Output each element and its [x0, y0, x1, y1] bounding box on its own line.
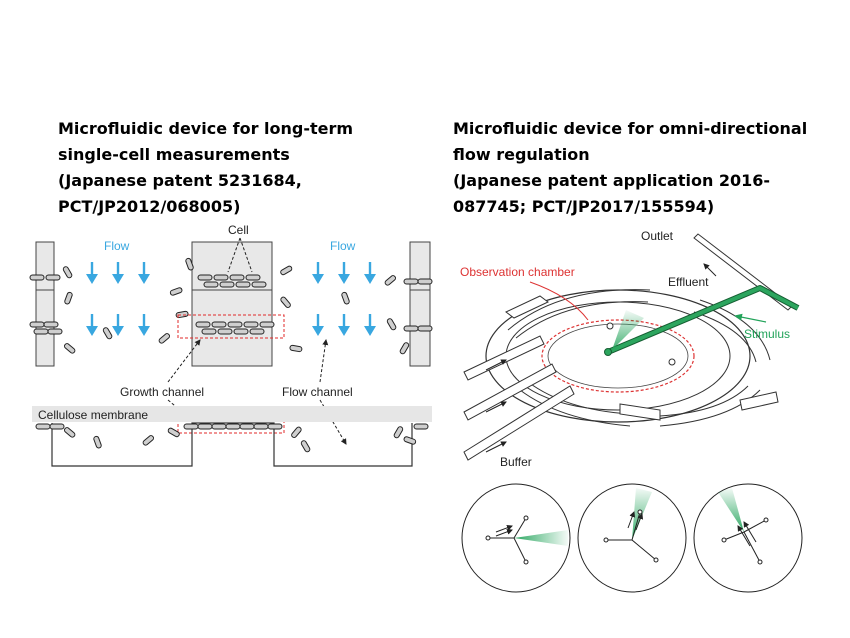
- buffer-label: Buffer: [500, 455, 532, 469]
- omni-flow-device-diagram: Observation chamber Buffer Outlet Efflue…: [460, 229, 800, 469]
- flow-label-right: Flow: [330, 239, 356, 253]
- flow-channel-profile: [51, 422, 413, 467]
- channel-walls: [35, 241, 431, 367]
- flow-pattern-3: [693, 483, 803, 593]
- right-title-line-2: flow regulation: [453, 145, 590, 164]
- membrane-label: Cellulose membrane: [38, 408, 148, 422]
- growth-channel-highlight: [177, 314, 285, 339]
- stimulus-label: Stimulus: [744, 327, 790, 341]
- right-title-line-1: Microfluidic device for omni-directional: [453, 119, 808, 138]
- flow-arrow: [86, 314, 98, 336]
- right-title-line-3: (Japanese patent application 2016-: [453, 171, 771, 190]
- stimulus-tube: [606, 285, 800, 355]
- growth-channel-label: Growth channel: [120, 385, 204, 399]
- observation-chamber-label: Observation chamber: [460, 265, 575, 279]
- flow-arrow: [112, 314, 124, 336]
- buffer-flow-arrows: [485, 359, 507, 453]
- right-panel-title: Microfluidic device for omni-directional…: [453, 116, 807, 220]
- cell-label: Cell: [228, 223, 249, 237]
- buffer-inlets: [463, 335, 575, 461]
- circular-channels: [507, 289, 771, 427]
- flow-channel-label: Flow channel: [282, 385, 353, 399]
- flow-arrow: [312, 314, 324, 336]
- left-title-line-2: single-cell measurements: [58, 145, 290, 164]
- cells: [29, 257, 433, 355]
- right-title-line-4: 087745; PCT/JP2017/155594): [453, 197, 715, 216]
- flow-arrow: [338, 314, 350, 336]
- growth-channel-diagram: Flow Flow: [29, 223, 433, 467]
- left-title-line-1: Microfluidic device for long-term: [58, 119, 354, 138]
- flow-arrow: [112, 262, 124, 284]
- flow-arrows: [86, 262, 376, 336]
- flow-pattern-1: [461, 483, 571, 593]
- effluent-label: Effluent: [668, 275, 709, 289]
- flow-arrow: [312, 262, 324, 284]
- flow-arrow: [138, 314, 150, 336]
- outlet-label: Outlet: [641, 229, 674, 243]
- left-title-line-4: PCT/JP2012/068005): [58, 197, 241, 216]
- flow-arrow: [138, 262, 150, 284]
- left-panel-title: Microfluidic device for long-term single…: [58, 116, 353, 220]
- left-title-line-3: (Japanese patent 5231684,: [58, 171, 302, 190]
- flow-arrow: [364, 262, 376, 284]
- cellulose-membrane: [32, 406, 432, 422]
- flow-arrow: [364, 314, 376, 336]
- stimulus-plume: [612, 310, 644, 350]
- flow-pattern-2: [577, 483, 687, 593]
- observation-chamber: [541, 319, 695, 393]
- flow-arrow: [86, 262, 98, 284]
- flow-label-left: Flow: [104, 239, 130, 253]
- membrane-cells: [35, 423, 429, 453]
- flow-arrow: [338, 262, 350, 284]
